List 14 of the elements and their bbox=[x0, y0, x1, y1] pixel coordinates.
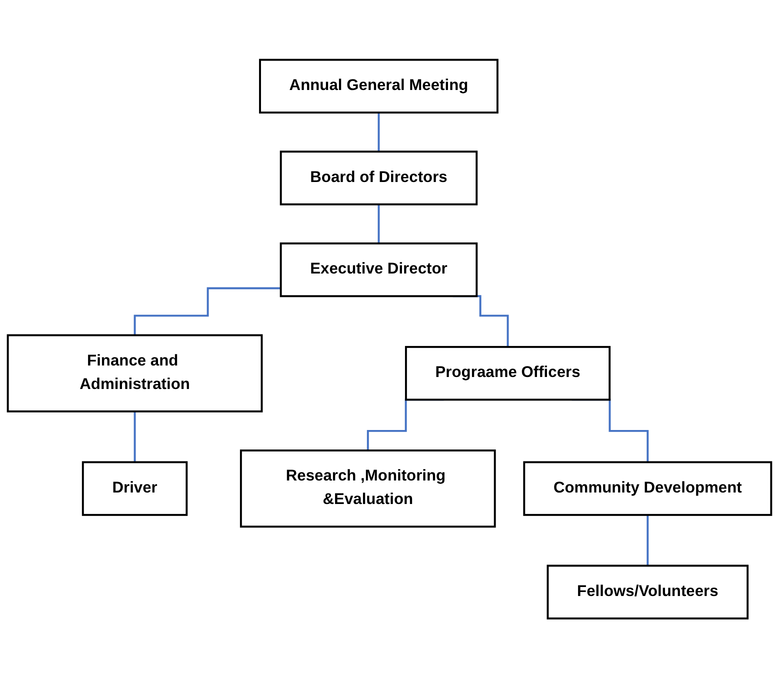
connector bbox=[134, 410, 136, 464]
connector bbox=[134, 288, 281, 337]
node-box: Prograame Officers bbox=[404, 346, 611, 402]
node-box: Community Development bbox=[523, 462, 772, 516]
node-box: Annual General Meeting bbox=[259, 59, 498, 114]
connector bbox=[646, 514, 649, 568]
connector bbox=[378, 204, 380, 245]
node-box: Fellows/Volunteers bbox=[546, 565, 749, 620]
node-box: Board of Directors bbox=[280, 151, 478, 206]
node-box: Finance and Administration bbox=[6, 334, 263, 413]
node-box: Executive Director bbox=[280, 242, 478, 298]
node-box: Driver bbox=[82, 462, 188, 516]
node-box: Research ,Monitoring &Evaluation bbox=[240, 450, 496, 528]
connector bbox=[378, 112, 380, 153]
